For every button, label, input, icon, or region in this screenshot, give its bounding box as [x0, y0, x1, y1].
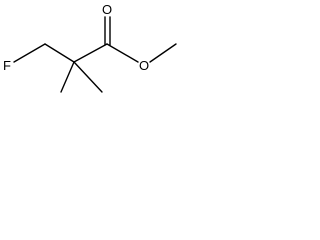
bond-quaternary-carbon-methyl-1	[60, 61, 75, 93]
bond-ester-oxygen-methyl	[149, 43, 177, 63]
bond-fluorine-methylene	[13, 43, 46, 63]
bond-quaternary-carbon-carbonyl	[73, 43, 108, 63]
atom-label-carbonyl-oxygen: O	[102, 2, 112, 17]
bond-carbonyl-ester-oxygen	[106, 43, 139, 63]
bond-methylene-quaternary-carbon	[44, 43, 75, 63]
atom-label-ester-oxygen: O	[139, 58, 149, 73]
structural-formula: F O O	[3, 2, 177, 93]
bond-quaternary-carbon-methyl-2	[73, 61, 103, 93]
atom-label-fluorine: F	[3, 58, 11, 73]
